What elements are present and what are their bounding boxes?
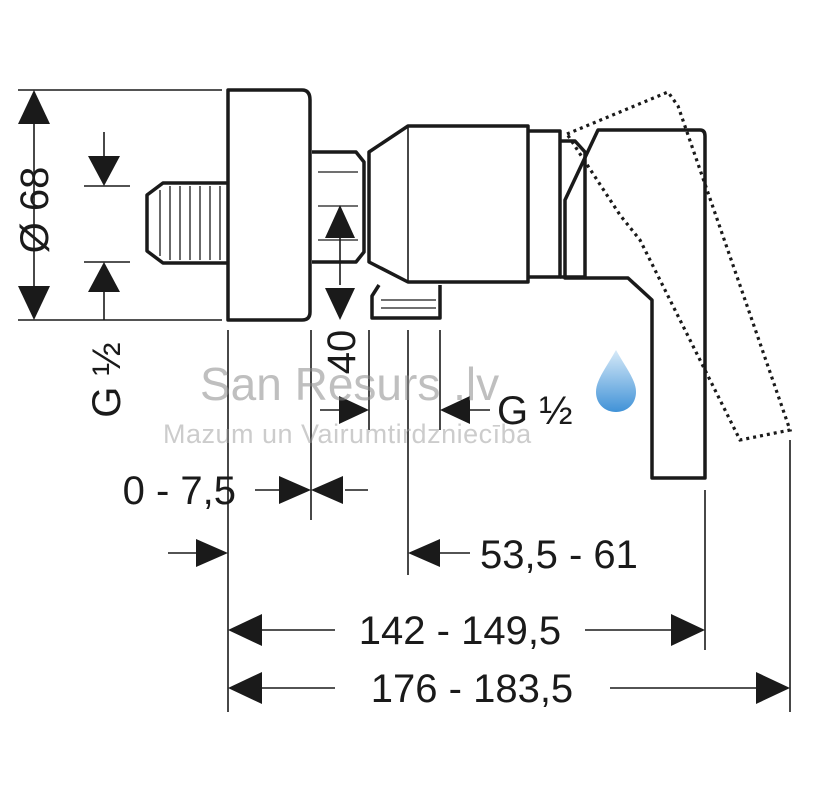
watermark-brand: San Resurs .lv — [200, 358, 499, 410]
inlet-nipple — [145, 181, 228, 265]
outlet-thread — [370, 284, 442, 320]
mixer-body — [367, 124, 530, 284]
dim-range-long: 142 - 149,5 — [359, 609, 561, 653]
hex-nut — [312, 150, 366, 264]
water-drop-icon — [596, 350, 636, 412]
extension-lines — [18, 89, 791, 712]
dim-thread-left: G ½ — [85, 342, 129, 418]
watermark-tagline: Mazum un Vairumtirdzniecība — [163, 419, 532, 449]
dim-thread-right: G ½ — [497, 389, 573, 433]
handle-rotated-dotted — [564, 90, 793, 442]
nipple-thread-lines — [159, 186, 221, 260]
dim-range-mid: 53,5 - 61 — [480, 533, 638, 577]
outlet-thread-lines — [381, 299, 436, 309]
watermark: San Resurs .lv Mazum un Vairumtirdzniecī… — [163, 350, 636, 449]
dim-diameter: Ø 68 — [13, 167, 57, 254]
mixer-body-outline — [145, 88, 793, 480]
handle-lever — [563, 128, 707, 480]
dim-range-total: 176 - 183,5 — [371, 667, 573, 711]
rosette — [226, 88, 312, 322]
dimension-labels: Ø 68 G ½ 40 G ½ 0 - 7,5 53,5 - 61 142 - … — [13, 167, 638, 711]
body-collar — [528, 129, 562, 279]
dim-forty: 40 — [320, 330, 364, 375]
dimension-arrows — [18, 90, 790, 704]
dim-range-small: 0 - 7,5 — [123, 469, 236, 513]
